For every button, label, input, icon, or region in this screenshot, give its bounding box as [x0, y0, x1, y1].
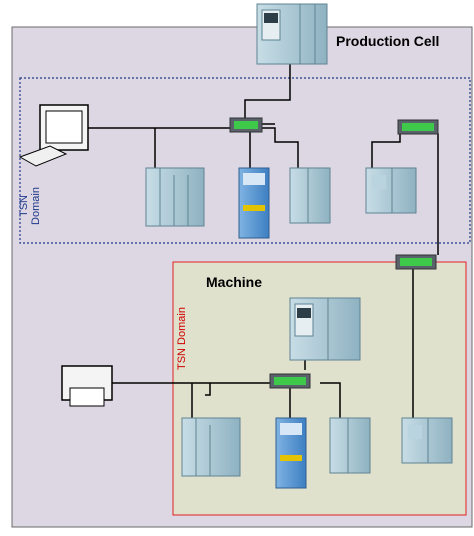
- io-rack-2-icon: [289, 167, 331, 224]
- switch-3-icon: [395, 254, 437, 270]
- switch-1-icon: [229, 117, 263, 133]
- printer-icon: [61, 365, 113, 407]
- link-m-sw-rack: [320, 382, 341, 420]
- machine-io-rack-2-icon: [329, 417, 371, 474]
- production-cell-title: Production Cell: [336, 33, 440, 49]
- io-rack-1-icon: [145, 167, 205, 227]
- computer-icon: [18, 104, 89, 167]
- switch-2-icon: [397, 119, 439, 135]
- link-m-sw2: [205, 383, 211, 396]
- io-rack-3-icon: [365, 167, 417, 214]
- machine-io-rack-1-icon: [181, 417, 241, 477]
- link-rack4: [371, 128, 401, 170]
- network-links: [88, 60, 439, 420]
- link-rack3-a: [262, 127, 299, 170]
- switch-4-icon: [269, 373, 311, 389]
- tsn-domain-outer-boundary: [19, 77, 471, 244]
- machine-io-rack-3-icon: [401, 417, 453, 464]
- tsn-domain-outer-label: TSN Domain: [18, 187, 42, 225]
- tsn-domain-machine-label: TSN Domain: [176, 307, 188, 370]
- top-controller-icon: [256, 3, 328, 65]
- machine-title: Machine: [206, 274, 263, 290]
- link-top-plc: [244, 60, 291, 123]
- machine-cpu-module-icon: [275, 417, 307, 489]
- machine-controller-icon: [289, 297, 361, 361]
- cpu-module-1-icon: [238, 167, 270, 239]
